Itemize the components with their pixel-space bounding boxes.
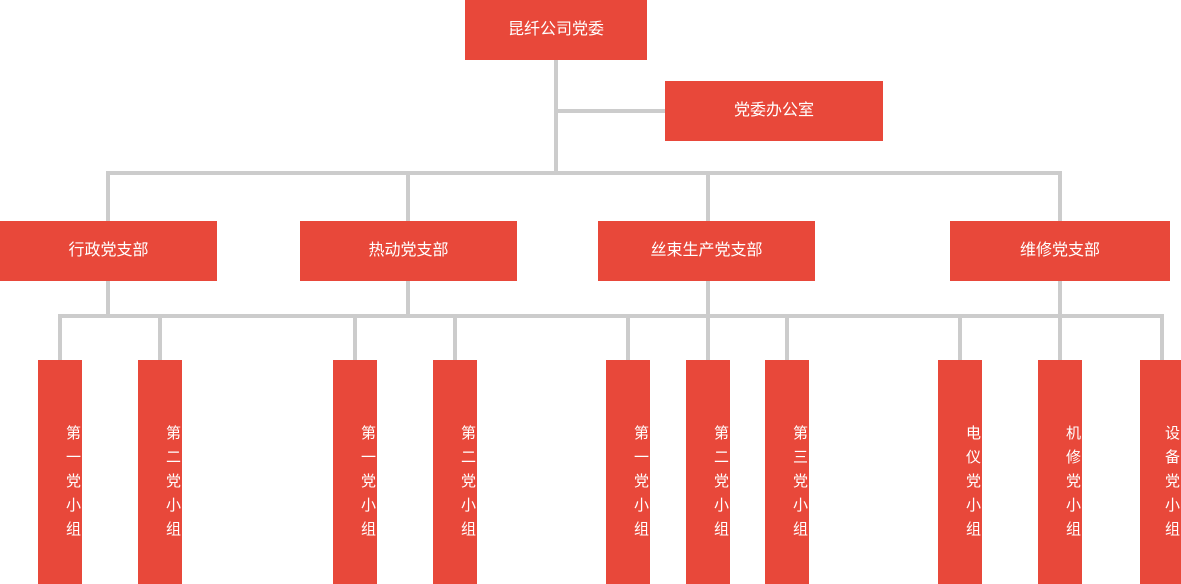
connector-aux-branch [554, 109, 667, 113]
org-node-group-2[interactable]: 第二党小组 [138, 360, 182, 584]
org-node-dept-3[interactable]: 丝束生产党支部 [598, 221, 815, 281]
org-node-dept-1[interactable]: 行政党支部 [0, 221, 217, 281]
org-node-group-3[interactable]: 第一党小组 [333, 360, 377, 584]
org-node-party-office[interactable]: 党委办公室 [665, 81, 883, 141]
org-node-dept-4[interactable]: 维修党支部 [950, 221, 1170, 281]
connector-dept-bus [106, 171, 1062, 175]
org-node-group-1[interactable]: 第一党小组 [38, 360, 82, 584]
connector-group-drop-2 [158, 314, 162, 360]
org-node-root[interactable]: 昆纤公司党委 [465, 0, 647, 60]
org-node-group-9[interactable]: 机修党小组 [1038, 360, 1082, 584]
connector-group-drop-5 [626, 314, 630, 360]
connector-dept-stem-1 [106, 281, 110, 316]
connector-root-stem [554, 60, 558, 175]
connector-group-drop-3 [353, 314, 357, 360]
connector-dept-drop-2 [406, 171, 410, 221]
org-node-group-4[interactable]: 第二党小组 [433, 360, 477, 584]
connector-group-drop-1 [58, 314, 62, 360]
connector-group-drop-8 [958, 314, 962, 360]
connector-dept-drop-4 [1058, 171, 1062, 221]
connector-dept-stem-2 [406, 281, 410, 316]
org-node-group-7[interactable]: 第三党小组 [765, 360, 809, 584]
org-node-group-10[interactable]: 设备党小组 [1140, 360, 1181, 584]
connector-dept-stem-4 [1058, 281, 1062, 316]
connector-group-drop-10 [1160, 314, 1164, 360]
connector-group-drop-9 [1058, 314, 1062, 360]
connector-dept-drop-1 [106, 171, 110, 221]
connector-group-bus [58, 314, 1164, 318]
connector-group-drop-4 [453, 314, 457, 360]
connector-dept-drop-3 [706, 171, 710, 221]
connector-dept-stem-3 [706, 281, 710, 316]
org-node-group-8[interactable]: 电仪党小组 [938, 360, 982, 584]
org-node-dept-2[interactable]: 热动党支部 [300, 221, 517, 281]
org-node-group-6[interactable]: 第二党小组 [686, 360, 730, 584]
connector-group-drop-6 [706, 314, 710, 360]
org-node-group-5[interactable]: 第一党小组 [606, 360, 650, 584]
connector-group-drop-7 [785, 314, 789, 360]
